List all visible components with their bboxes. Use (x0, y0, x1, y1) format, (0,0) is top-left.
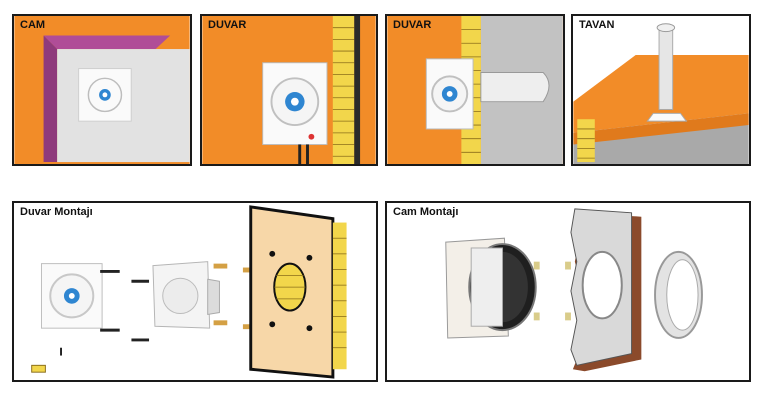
cam-montaji-illustration (389, 203, 747, 380)
panel-duvar-montaji: Duvar Montajı (12, 201, 378, 382)
panel-tavan-label: TAVAN (579, 19, 615, 31)
tavan-illustration (573, 16, 749, 164)
panel-cam-montaji-label: Cam Montajı (393, 206, 459, 218)
duvar-2-illustration (387, 16, 563, 164)
panel-duvar-2: DUVAR (385, 14, 565, 166)
panel-duvar-1-label: DUVAR (208, 19, 247, 31)
panel-cam-label: CAM (20, 19, 46, 31)
duvar-montaji-illustration (16, 203, 374, 380)
duvar-1-illustration (202, 16, 376, 164)
panel-duvar-montaji-label: Duvar Montajı (20, 206, 93, 218)
panel-cam-montaji: Cam Montajı (385, 201, 751, 382)
panel-tavan: TAVAN (571, 14, 751, 166)
cam-illustration (14, 16, 190, 164)
panel-cam: CAM (12, 14, 192, 166)
panel-duvar-2-label: DUVAR (393, 19, 432, 31)
panel-duvar-1: DUVAR (200, 14, 378, 166)
